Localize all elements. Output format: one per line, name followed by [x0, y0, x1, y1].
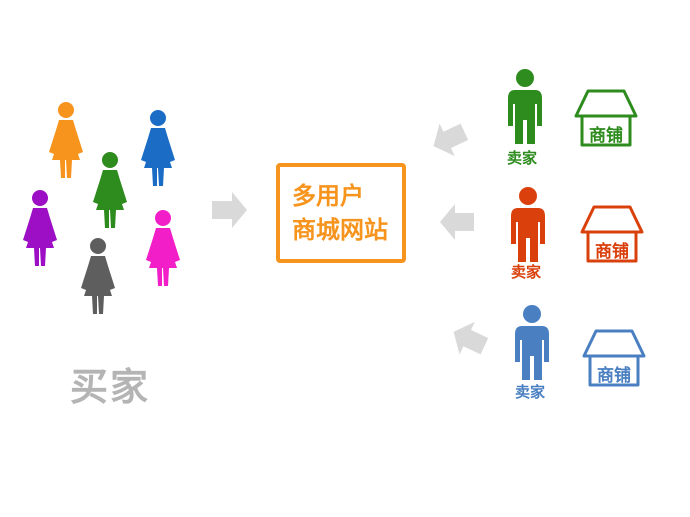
seller-label-green: 卖家 [507, 149, 538, 167]
buyers-label: 买家 [70, 365, 151, 409]
mall-website-line1: 多用户 [292, 182, 364, 210]
shop-icon-green [574, 89, 638, 147]
arrow-left-icon [453, 321, 489, 355]
shop-icon-red [580, 205, 644, 263]
mall-website-line2: 商城网站 [292, 216, 388, 244]
arrow-left-icon [440, 204, 474, 240]
seller-label-blue: 卖家 [515, 383, 546, 401]
mall-website-box: 多用户 商城网站 [276, 163, 406, 263]
shop-label-blue: 商铺 [597, 366, 631, 386]
shop-icon-blue [582, 329, 646, 387]
arrow-left-icon [433, 123, 469, 157]
arrow-right-icon [212, 192, 247, 228]
shop-label-red: 商铺 [595, 242, 629, 262]
seller-label-red: 卖家 [511, 263, 542, 281]
shop-label-green: 商铺 [589, 126, 623, 146]
